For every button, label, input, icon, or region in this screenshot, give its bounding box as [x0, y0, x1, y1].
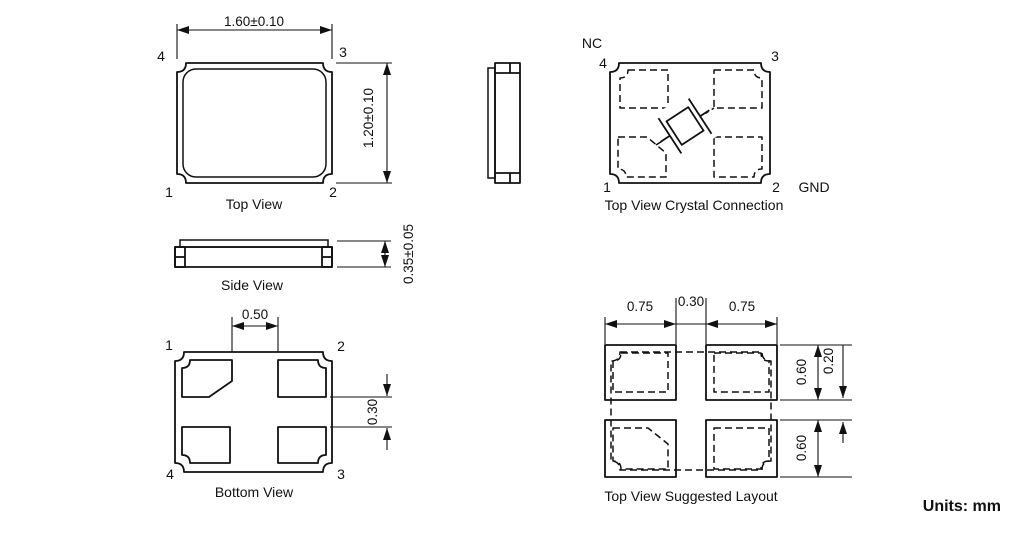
crystal-lead-right	[699, 109, 710, 117]
pin-label-2: 2	[329, 184, 337, 200]
hidden-pad-bottom-left	[612, 427, 669, 470]
pin-label-3: 3	[337, 466, 345, 482]
dim-label-pad-height-bottom: 0.60	[794, 435, 809, 461]
hidden-pad-4	[619, 69, 669, 109]
hidden-pad-3	[713, 69, 763, 109]
package-outline	[609, 62, 771, 184]
crystal-plate-left	[657, 117, 683, 154]
dim-label-pad-spacing-x: 0.50	[242, 307, 268, 322]
crystal-lead-left	[660, 135, 671, 143]
land-pad-top-right	[705, 344, 778, 401]
dim-label-pad-width-left: 0.75	[627, 299, 653, 314]
dim-label-pad-gap: 0.30	[678, 294, 704, 309]
crystal-symbol	[650, 91, 720, 161]
suggested-layout-title: Top View Suggested Layout	[604, 488, 777, 504]
nc-label: NC	[582, 35, 602, 51]
pin-label-3: 3	[771, 48, 779, 64]
dim-label-height: 1.20±0.10	[361, 88, 376, 148]
package-outline	[174, 351, 333, 473]
hidden-pad-1	[617, 136, 667, 178]
top-view-title: Top View	[226, 196, 283, 212]
dim-label-width: 1.60±0.10	[224, 14, 284, 29]
hidden-pad-2	[713, 136, 763, 178]
crystal-connection-view: NC GND 4 3 1 2 Top View Crystal Connecti…	[582, 35, 830, 213]
dim-label-row-offset: 0.20	[821, 348, 836, 374]
land-pad-bottom-right	[705, 419, 778, 478]
dim-label-thickness: 0.35±0.05	[401, 224, 416, 284]
gnd-label: GND	[798, 179, 829, 195]
crystal-mask	[650, 91, 720, 161]
pin-label-1: 1	[165, 337, 173, 353]
hidden-pad-top-left	[612, 352, 669, 393]
dim-label-pad-height-top: 0.60	[794, 359, 809, 385]
top-view: 1.60±0.10 1.20±0.10 4 3 1 2 Top View	[157, 14, 392, 212]
pin-label-4: 4	[599, 55, 607, 71]
pad-1	[181, 359, 233, 398]
side-view-title: Side View	[221, 277, 284, 293]
package-outline	[176, 62, 333, 184]
pin-label-1: 1	[165, 184, 173, 200]
pin-label-3: 3	[339, 44, 347, 60]
body-profile	[174, 246, 333, 268]
hidden-pad-top-right	[713, 352, 770, 393]
pin-label-4: 4	[157, 48, 165, 64]
package-outline-hidden	[610, 351, 772, 471]
pin-label-1: 1	[603, 179, 611, 195]
land-pad-bottom-left	[604, 419, 677, 478]
lid-profile	[179, 239, 329, 248]
bottom-view-title: Bottom View	[215, 484, 294, 500]
units-note: Units: mm	[923, 498, 1001, 515]
dim-label-pad-spacing-y: 0.30	[365, 399, 380, 425]
land-pad-top-left	[604, 344, 677, 401]
hidden-pad-bottom-right	[713, 427, 770, 470]
dim-label-pad-width-right: 0.75	[729, 299, 755, 314]
pad-3	[277, 426, 327, 464]
pin-label-2: 2	[337, 338, 345, 354]
crystal-connection-title: Top View Crystal Connection	[605, 197, 784, 213]
pin-label-2: 2	[772, 179, 780, 195]
body-edge	[494, 62, 521, 184]
pin-label-4: 4	[166, 466, 174, 482]
lid-edge	[487, 67, 496, 179]
crystal-body	[665, 106, 705, 146]
lid-outline	[182, 68, 327, 178]
pad-2	[277, 359, 327, 398]
pad-4	[181, 426, 231, 464]
side-view: 0.35±0.05 Side View	[174, 224, 416, 293]
end-view	[487, 62, 521, 184]
crystal-plate-right	[687, 98, 713, 135]
bottom-view: 0.50 0.30 1 2 4 3 Bottom View	[165, 307, 392, 500]
suggested-layout-view: 0.75 0.30 0.75 0.60 0.20 0.60 Top View S…	[604, 294, 852, 504]
